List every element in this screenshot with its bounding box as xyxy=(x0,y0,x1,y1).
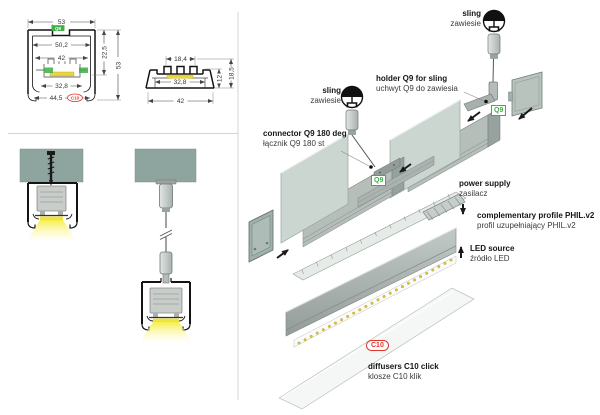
c10-badge-diffuser: C10 xyxy=(366,340,389,351)
leader-line xyxy=(340,150,370,167)
led-strip-section-2 xyxy=(166,74,194,79)
dim-top-width-2: 18,4 xyxy=(174,56,187,63)
sling-wire-left xyxy=(351,134,376,168)
q9-slot-marker-text: Q9 xyxy=(55,26,62,31)
label-sling-top: sling zawiesie xyxy=(450,9,481,30)
sling-grip-lower xyxy=(159,251,173,275)
led-strip-2 xyxy=(153,318,179,322)
dim-inner-width: 50,2 xyxy=(55,42,68,49)
sling-grip-upper xyxy=(159,183,173,209)
label-sling-left: sling zawiesie xyxy=(310,86,341,107)
leader-line xyxy=(463,91,485,102)
label-power-supply-en: power supply xyxy=(459,179,511,188)
cross-section-main-profile: Q9 53 50,2 42 32,8 44,5 C10 xyxy=(27,18,122,102)
slot-marker-left xyxy=(44,67,53,73)
dim-width-top: 53 xyxy=(58,19,66,26)
sling-icon-top xyxy=(482,9,506,59)
ceiling-block-2 xyxy=(134,148,197,183)
power-supply-block xyxy=(36,185,67,212)
label-sling-left-en: sling xyxy=(322,86,341,95)
mount-diagram-surface xyxy=(19,148,84,241)
dim-height: 53 xyxy=(115,62,122,70)
label-sling-left-pl: zawiesie xyxy=(310,96,341,106)
complementary-profile-rail xyxy=(292,191,467,281)
dim-slot-width: 32,8 xyxy=(55,83,68,90)
cross-section-comp-profile: 18,4 32,8 42 12 18,5 xyxy=(145,55,235,105)
sling-icon-left xyxy=(340,85,364,135)
q9-slot-marker-top: Q9 xyxy=(51,24,65,31)
end-cap xyxy=(248,209,274,263)
dim-slot-width-2: 32,8 xyxy=(174,79,187,86)
label-connector-en: connector Q9 180 deg xyxy=(263,129,347,138)
label-complementary-pl: profil uzupełniający PHIL.v2 xyxy=(477,221,576,231)
label-power-supply-pl: zasilacz xyxy=(459,189,488,199)
end-plate xyxy=(508,71,543,117)
dim-mid-width: 42 xyxy=(58,55,66,62)
label-diffusers-en: diffusers C10 click xyxy=(368,362,439,371)
label-led-source: LED source źródło LED xyxy=(470,244,514,265)
label-led-source-pl: źródło LED xyxy=(470,254,510,264)
q9-badge-connector: Q9 xyxy=(371,175,387,186)
dimensions-comp-profile: 18,4 32,8 42 12 18,5 xyxy=(147,55,235,105)
slot-marker-right xyxy=(79,67,88,73)
label-holder-en: holder Q9 for sling xyxy=(376,74,448,83)
label-power-supply: power supply zasilacz xyxy=(459,179,511,200)
light-cone-2 xyxy=(140,322,192,342)
label-complementary: complementary profile PHIL.v2 profil uzu… xyxy=(477,211,594,232)
dim-bottom-width-2: 42 xyxy=(177,98,185,105)
q9-badge-top: Q9 xyxy=(491,105,507,116)
c10-mini-badge-text: C10 xyxy=(71,96,80,101)
label-complementary-en: complementary profile PHIL.v2 xyxy=(477,211,595,220)
dim-upper-height: 22,5 xyxy=(101,46,108,59)
power-supply-block-2 xyxy=(149,287,183,314)
assembly-arrow xyxy=(518,107,533,120)
label-sling-top-pl: zawiesie xyxy=(450,19,481,29)
dim-height-2: 18,5 xyxy=(228,67,235,80)
label-sling-top-en: sling xyxy=(462,9,481,18)
section-dividers xyxy=(8,12,239,400)
led-strip xyxy=(40,216,63,220)
holder-q9 xyxy=(463,81,498,112)
led-strip-section xyxy=(49,71,75,77)
label-connector: connector Q9 180 deg łącznik Q9 180 st xyxy=(263,129,347,150)
c10-mini-badge: C10 xyxy=(67,93,83,102)
profile-housing-2 xyxy=(141,281,191,324)
assembly-arrow xyxy=(399,163,412,173)
mount-diagram-suspended xyxy=(134,148,197,342)
label-led-source-en: LED source xyxy=(470,244,515,253)
profile-channel xyxy=(285,227,457,337)
power-supply-unit xyxy=(422,193,466,221)
assembly-arrow xyxy=(467,111,481,122)
label-diffusers-pl: klosze C10 klik xyxy=(368,372,422,382)
assembly-arrow xyxy=(276,249,289,259)
exploded-assembly xyxy=(248,9,543,410)
connector-rail xyxy=(357,155,435,208)
profile-housing xyxy=(27,182,78,222)
label-holder-pl: uchwyt Q9 do zawiesia xyxy=(376,84,458,94)
label-holder-q9: holder Q9 for sling uchwyt Q9 do zawiesi… xyxy=(376,74,458,95)
led-source-strip xyxy=(293,255,457,348)
label-connector-pl: łącznik Q9 180 st xyxy=(263,139,325,149)
dimensions-main-profile: 53 50,2 42 32,8 44,5 C10 22,5 xyxy=(27,18,122,102)
cover-panel-left xyxy=(280,133,349,244)
dim-bottom-width: 44,5 xyxy=(50,95,63,102)
light-cone xyxy=(27,220,76,241)
label-diffusers: diffusers C10 click klosze C10 klik xyxy=(368,362,439,383)
dim-inner-height-2: 12 xyxy=(216,75,223,83)
sling-wire-top xyxy=(492,58,494,83)
